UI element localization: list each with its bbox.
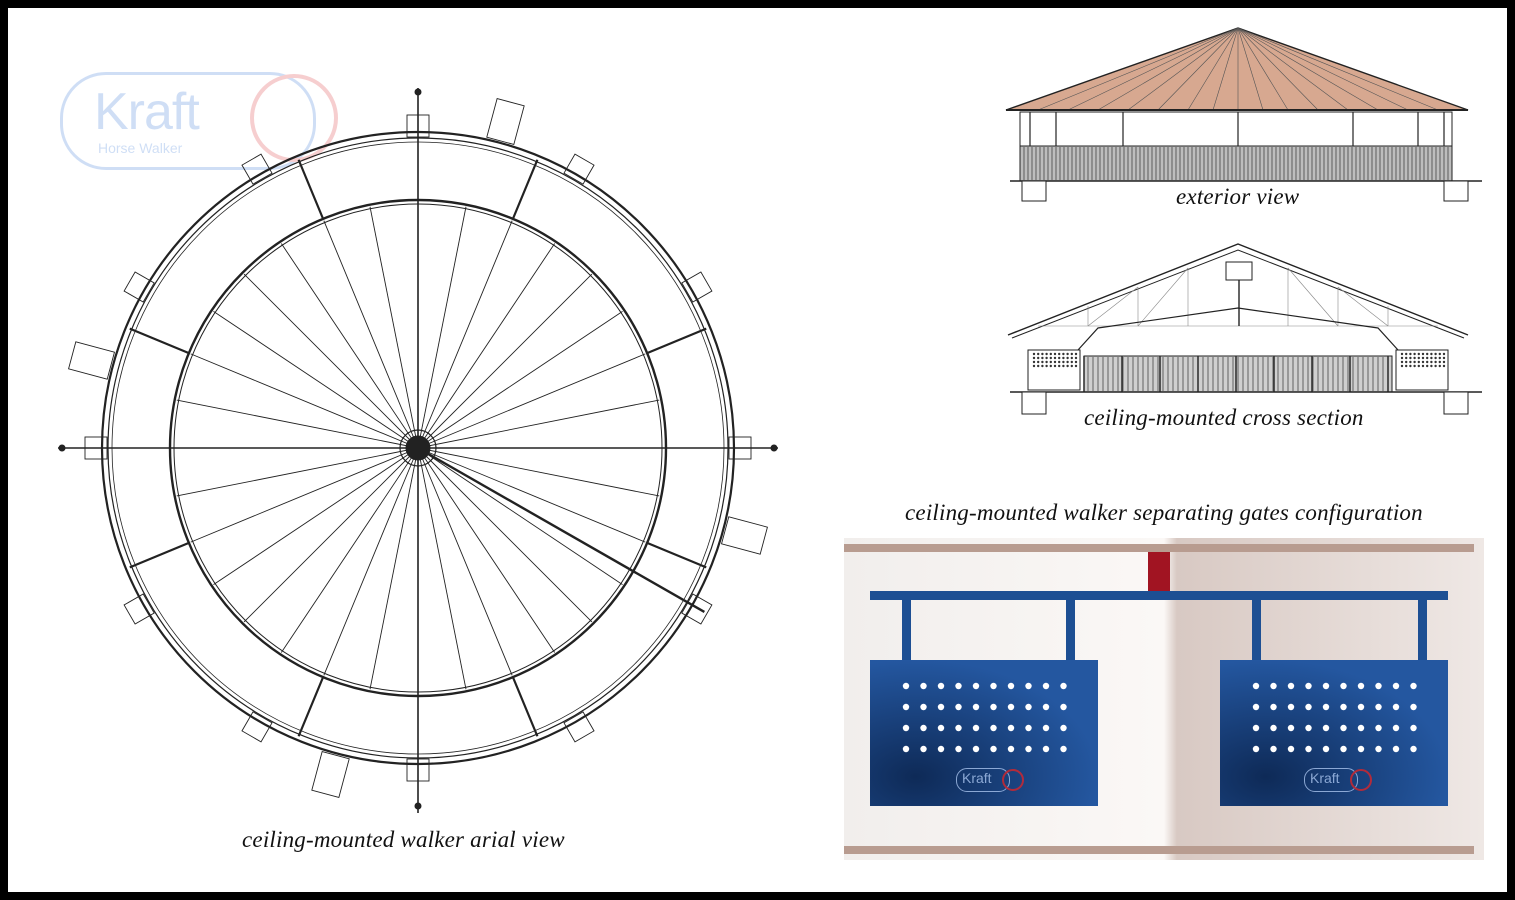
logo-k-ring [250,74,338,162]
caption-exterior-view: exterior view [1176,184,1300,209]
logo-brand: Kraft [1310,770,1340,786]
exterior-view-drawing [1005,27,1482,202]
logo-k-ring [1002,769,1024,791]
logo-brand: Kraft [962,770,992,786]
caption-aerial-view: ceiling-mounted walker arial view [242,827,565,852]
top-beam [844,544,1474,552]
logo-brand: Kraft [94,83,200,141]
diagram-canvas: Kraft Horse Walker ceiling-mounted walke… [8,8,1507,892]
gates-configuration-drawing [844,538,1484,860]
left-mesh-panel [1032,352,1078,368]
aerial-structure [58,88,778,813]
logo-k-ring [1350,769,1372,791]
center-post [1148,552,1170,592]
walker-arms [1077,307,1399,351]
cross-section-drawing [1007,243,1482,415]
roof-rafters [1037,27,1439,111]
right-mesh-panel [1400,352,1446,368]
gate-right-logo: Kraft [1304,768,1372,794]
gate-bars [1083,356,1389,392]
gate-left-logo: Kraft [956,768,1024,794]
exterior-roof [1005,27,1469,111]
caption-gates-configuration: ceiling-mounted walker separating gates … [905,500,1423,525]
logo-tagline: Horse Walker [98,140,183,156]
gate-perforations [902,682,1417,753]
aerial-view-drawing [58,88,778,813]
walker-hub [1225,261,1253,281]
kraft-watermark-logo: Kraft Horse Walker [60,70,350,170]
exterior-wall-boards [1023,147,1449,180]
walker-arm-bar [870,591,1448,600]
roof-truss [1038,267,1438,327]
caption-cross-section: ceiling-mounted cross section [1084,405,1364,430]
bottom-beam [844,846,1474,854]
